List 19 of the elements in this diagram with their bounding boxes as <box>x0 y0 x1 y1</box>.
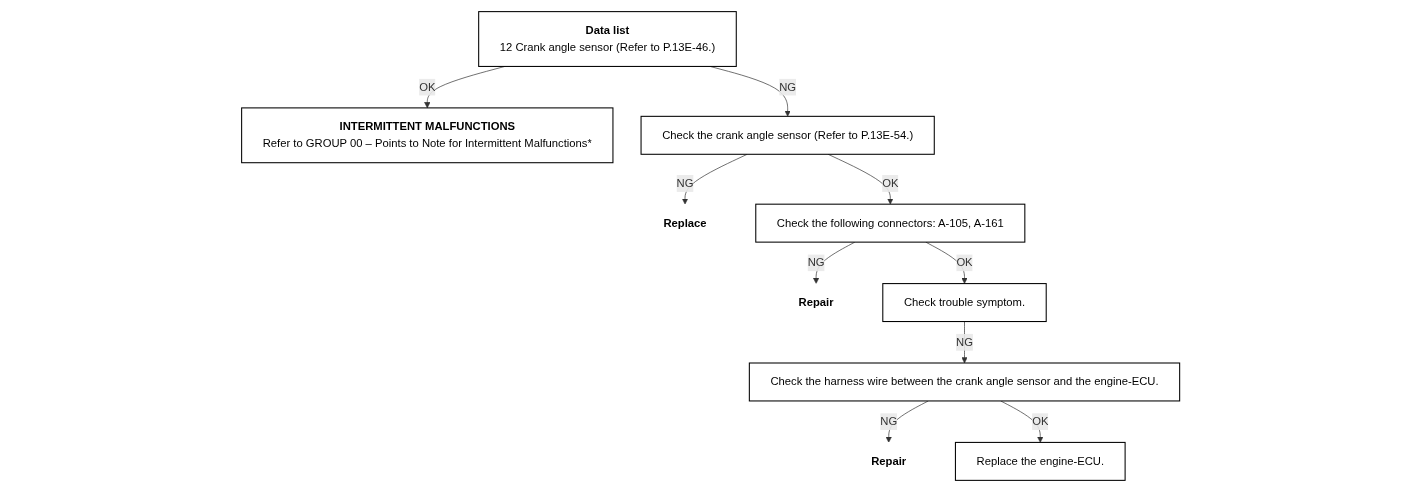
edge-label: OK <box>419 80 436 93</box>
node-box: INTERMITTENT MALFUNCTIONS Refer to GROUP 00 – Points to Note for Intermittent Malfunctions* <box>241 106 614 163</box>
node-box: Check the following connectors: A-105, A-161 <box>755 203 1026 243</box>
edge-label: NG <box>956 335 974 348</box>
edge-label: NG <box>779 80 797 93</box>
edge-label: OK <box>1032 414 1049 427</box>
node-box: Replace the engine-ECU. <box>955 441 1126 481</box>
node-box: Check the crank angle sensor (Refer to P.13E-54.) <box>640 115 936 155</box>
edge-label: OK <box>882 176 899 189</box>
node-text: Repair <box>798 295 834 308</box>
node-box: Data list 12 Crank angle sensor (Refer to P.13E-46.) <box>478 10 738 67</box>
edge-label: NG <box>676 176 694 189</box>
node-text: Repair <box>871 454 907 467</box>
node-text: Replace <box>663 216 707 229</box>
edge-label: NG <box>880 414 898 427</box>
node-box: Check the harness wire between the crank angle sensor and the engine-ECU. <box>749 361 1181 401</box>
node-box: Check trouble symptom. <box>882 282 1048 322</box>
edge-label: NG <box>808 256 825 268</box>
edge-label: OK <box>956 256 973 268</box>
